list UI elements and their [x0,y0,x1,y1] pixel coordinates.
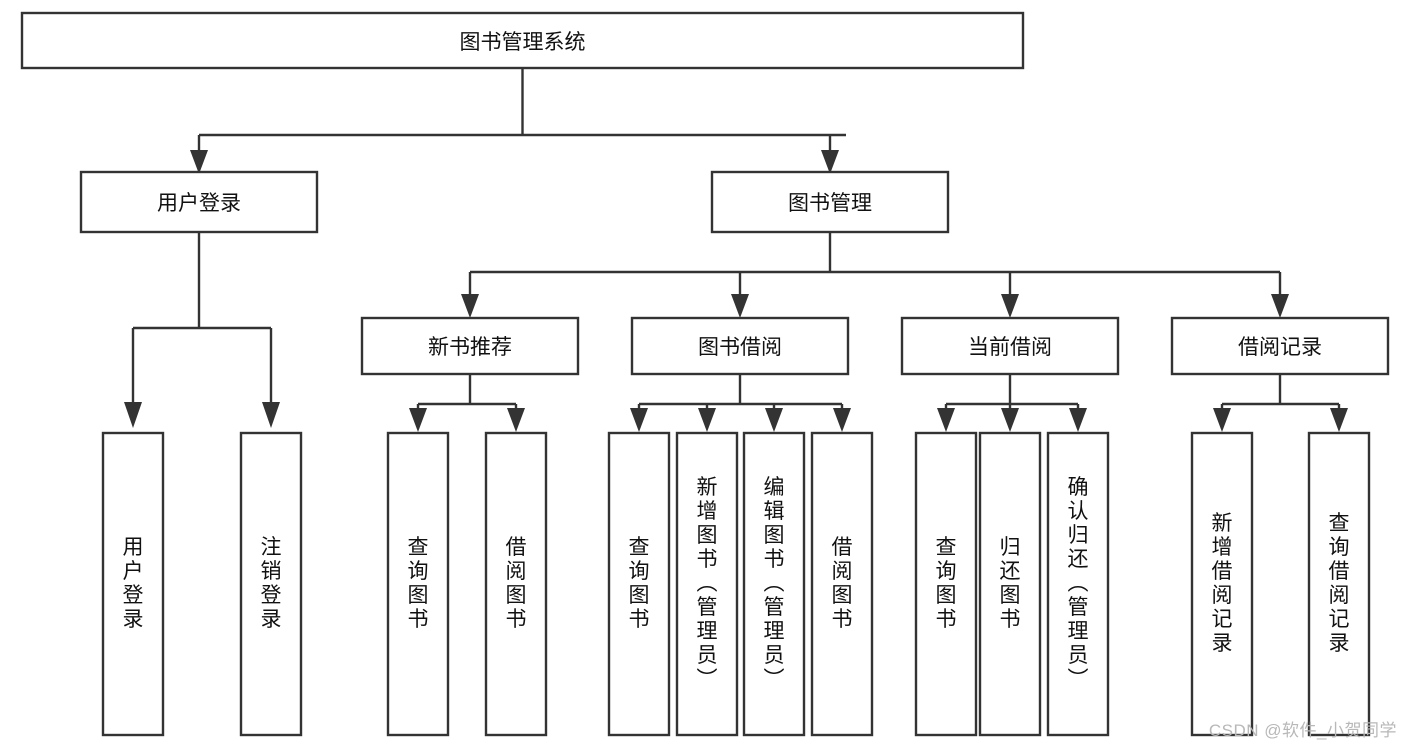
arrowhead-user-login [190,150,208,174]
connector-layer [124,68,1348,432]
node-book-manage[interactable] [710,170,950,234]
arrowhead-current-borrow [1001,294,1019,318]
node-leaf-confirm-return[interactable] [1046,431,1110,737]
node-leaf-query-book-3[interactable] [914,431,978,737]
arrowhead-leaf-user-login [124,402,142,428]
arrowhead-book-manage [821,150,839,174]
arrowhead-leaf-borrow-book-1 [507,408,525,432]
node-leaf-borrow-book-1[interactable] [484,431,548,737]
arrowhead-leaf-confirm-return [1069,408,1087,432]
arrowhead-leaf-borrow-book-2 [833,408,851,432]
node-current-borrow[interactable] [900,316,1120,376]
node-leaf-query-record[interactable] [1307,431,1371,737]
node-leaf-borrow-book-2[interactable] [810,431,874,737]
node-leaf-logout[interactable] [239,431,303,737]
arrowhead-leaf-query-book-2 [630,408,648,432]
node-book-borrow[interactable] [630,316,850,376]
arrowhead-new-book-recommend [461,294,479,318]
arrowhead-leaf-query-record [1330,408,1348,432]
node-root[interactable] [20,11,1025,70]
node-leaf-add-record[interactable] [1190,431,1254,737]
node-leaf-return-book[interactable] [978,431,1042,737]
watermark-csdn: CSDN @软件_小贺同学 [1208,721,1397,740]
arrowhead-leaf-query-book-1 [409,408,427,432]
node-leaf-query-book-2[interactable] [607,431,671,737]
arrowhead-leaf-add-book [698,408,716,432]
arrowhead-leaf-edit-book [765,408,783,432]
arrowhead-book-borrow [731,294,749,318]
node-box-layer [20,11,1390,737]
node-borrow-record[interactable] [1170,316,1390,376]
arrowhead-leaf-add-record [1213,408,1231,432]
arrowhead-leaf-return-book [1001,408,1019,432]
node-leaf-add-book[interactable] [675,431,739,737]
node-user-login[interactable] [79,170,319,234]
node-leaf-edit-book[interactable] [742,431,806,737]
node-leaf-user-login[interactable] [101,431,165,737]
node-leaf-query-book-1[interactable] [386,431,450,737]
arrowhead-leaf-logout [262,402,280,428]
arrowhead-leaf-query-book-3 [937,408,955,432]
node-new-book-recommend[interactable] [360,316,580,376]
arrowhead-borrow-record [1271,294,1289,318]
